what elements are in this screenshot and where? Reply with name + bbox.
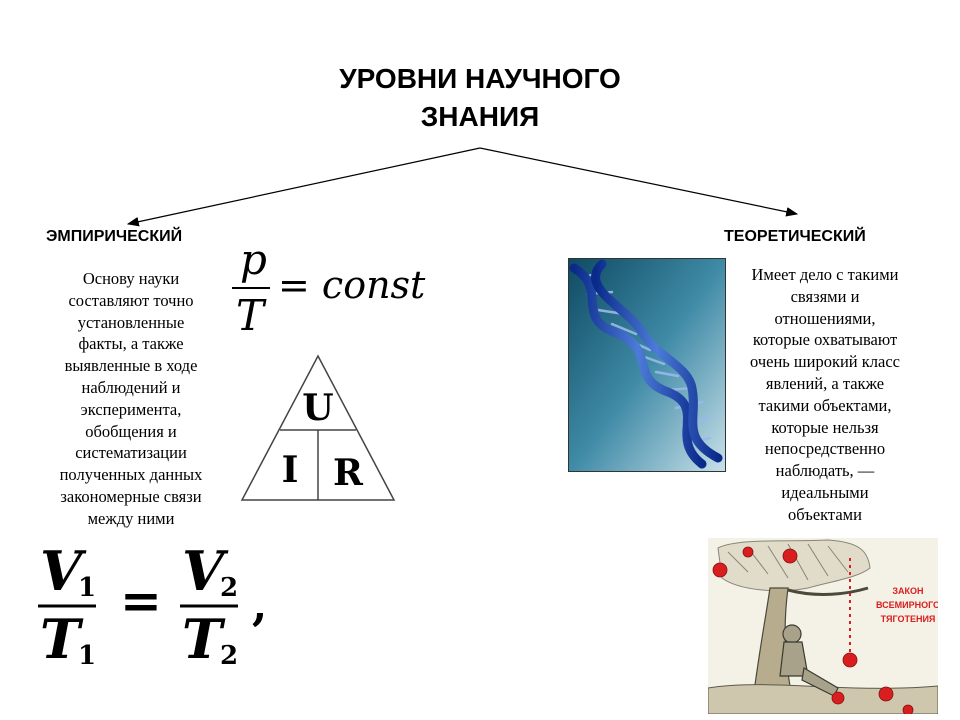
triangle-u: U bbox=[302, 387, 333, 429]
formula-t: T bbox=[236, 291, 267, 340]
empirical-line: систематизации bbox=[75, 443, 187, 463]
formula-const: = const bbox=[278, 263, 426, 307]
empirical-line: выявленные в ходе bbox=[64, 356, 198, 376]
empirical-line: Основу науки bbox=[82, 269, 180, 288]
empirical-line: установленные bbox=[77, 312, 185, 332]
empirical-label: ЭМПИРИЧЕСКИЙ bbox=[46, 228, 183, 245]
v1-sub: 1 bbox=[78, 573, 96, 603]
theoretical-line: идеальными bbox=[781, 482, 869, 502]
t2-sub: 2 bbox=[220, 641, 238, 671]
formula-pressure-temperature: p T = const bbox=[232, 235, 426, 340]
theoretical-line: связями и bbox=[790, 286, 860, 306]
title-line-1: УРОВНИ НАУЧНОГО bbox=[339, 63, 621, 94]
v2-sub: 2 bbox=[220, 573, 238, 603]
dna-helix-icon bbox=[569, 259, 723, 469]
formula-volume-temperature: V 1 T 1 = V 2 T 2 , bbox=[38, 539, 267, 671]
dna-helix-image bbox=[568, 258, 726, 472]
theoretical-line: наблюдать, — bbox=[775, 461, 875, 481]
diagram-title: УРОВНИ НАУЧНОГО ЗНАНИЯ bbox=[240, 60, 720, 136]
ohm-triangle: U I R bbox=[240, 354, 396, 501]
triangle-r: R bbox=[333, 452, 364, 494]
v1-letter: V bbox=[40, 539, 87, 603]
newton-caption-line: ТЯГОТЕНИЯ bbox=[881, 614, 936, 624]
newton-caption-line: ВСЕМИРНОГО bbox=[876, 600, 938, 610]
newton-caption-line: ЗАКОН bbox=[892, 586, 923, 596]
theoretical-line: Имеет дело с такими bbox=[751, 265, 899, 284]
newton-gravity-image: ЗАКОН ВСЕМИРНОГО ТЯГОТЕНИЯ bbox=[708, 538, 938, 714]
theoretical-line: очень широкий класс bbox=[750, 352, 900, 372]
formula-equals: = bbox=[120, 571, 162, 630]
branch-arrows bbox=[126, 147, 799, 227]
t1-sub: 1 bbox=[78, 641, 96, 671]
theoretical-line: объектами bbox=[788, 504, 862, 524]
formula-p: p bbox=[240, 235, 267, 284]
arrow-to-theoretical bbox=[479, 147, 799, 217]
theoretical-line: которые нельзя bbox=[771, 417, 879, 437]
t2-letter: T bbox=[182, 607, 226, 671]
theoretical-line: непосредственно bbox=[764, 439, 886, 459]
theoretical-line: такими объектами, bbox=[758, 395, 892, 415]
formula-comma: , bbox=[252, 580, 267, 631]
empirical-line: закономерные связи bbox=[60, 486, 202, 506]
t1-letter: T bbox=[40, 607, 84, 671]
theoretical-line: явлений, а также bbox=[765, 373, 885, 393]
empirical-description: Основу науки составляют точно установлен… bbox=[40, 268, 222, 530]
triangle-i: I bbox=[282, 449, 299, 491]
v2-letter: V bbox=[182, 539, 229, 603]
title-line-2: ЗНАНИЯ bbox=[420, 101, 540, 132]
theoretical-line: которые охватывают bbox=[752, 330, 898, 350]
theoretical-label: ТЕОРЕТИЧЕСКИЙ bbox=[724, 228, 866, 245]
empirical-line: полученных данных bbox=[59, 465, 203, 485]
empirical-line: факты, а также bbox=[78, 334, 184, 354]
empirical-line: между ними bbox=[87, 508, 175, 528]
empirical-line: обобщения и bbox=[85, 421, 177, 441]
arrow-to-empirical bbox=[126, 147, 481, 227]
empirical-line: эксперимента, bbox=[80, 399, 182, 419]
empirical-line: составляют точно bbox=[68, 290, 194, 310]
empirical-line: наблюдений и bbox=[81, 377, 181, 397]
theoretical-description: Имеет дело с такими связями и отношениям… bbox=[730, 264, 920, 526]
theoretical-line: отношениями, bbox=[774, 308, 876, 328]
